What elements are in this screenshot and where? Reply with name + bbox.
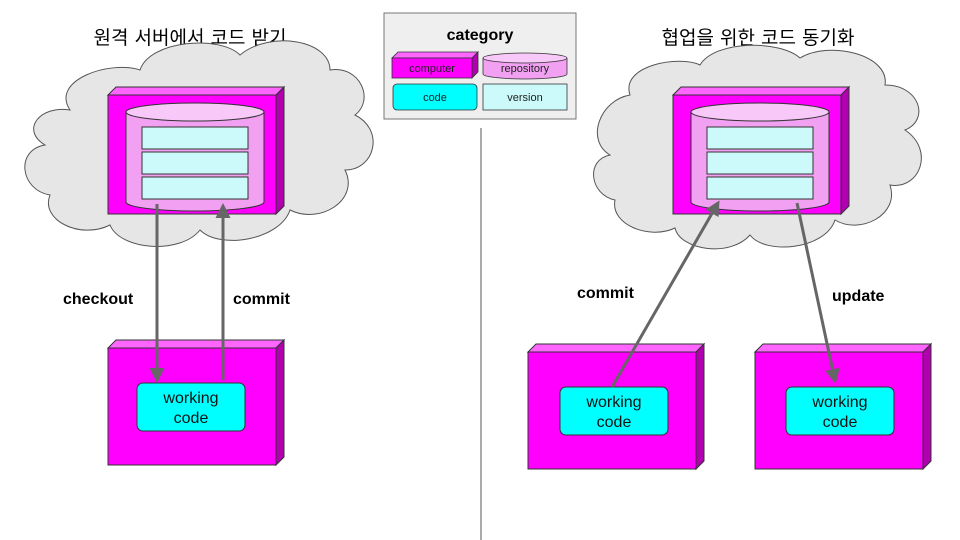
left-version-2 xyxy=(141,151,249,175)
right-version-2 xyxy=(706,151,814,175)
left-local-computer: working code xyxy=(106,338,286,467)
legend-code-label: code xyxy=(423,92,447,104)
left-version-3 xyxy=(141,176,249,200)
right-client2-working-code xyxy=(785,386,895,436)
right-version-1 xyxy=(706,126,814,150)
right-update-label: update xyxy=(832,288,885,305)
legend-computer-label: computer xyxy=(409,63,455,75)
left-working-code-line1: working xyxy=(162,390,218,407)
left-version-1 xyxy=(141,126,249,150)
left-commit-label: commit xyxy=(233,291,291,308)
left-repository xyxy=(125,102,265,212)
legend-version-swatch: version xyxy=(482,83,568,111)
right-commit-label: commit xyxy=(577,285,635,302)
right-commit-arrow xyxy=(610,200,720,388)
right-client1-working-code xyxy=(559,386,669,436)
legend-repository-label: repository xyxy=(501,63,550,75)
legend-version-label: version xyxy=(507,92,542,104)
right-repository xyxy=(690,102,830,212)
right-client-computer-2: working code xyxy=(753,342,933,471)
right-diagram-title: 협업을 위한 코드 동기화 xyxy=(662,27,855,49)
right-client2-code-line1: working xyxy=(811,394,867,411)
right-client1-code-line2: code xyxy=(597,414,632,431)
legend-title: category xyxy=(447,27,514,44)
left-working-code xyxy=(136,382,246,432)
legend-repository-swatch: repository xyxy=(482,52,568,80)
legend-computer-swatch: computer xyxy=(391,51,479,79)
left-diagram-title: 원격 서버에서 코드 받기 xyxy=(94,27,287,49)
left-working-code-line2: code xyxy=(174,410,209,427)
left-checkout-label: checkout xyxy=(63,291,134,308)
right-client-computer-1: working code xyxy=(526,342,706,471)
right-client2-code-line2: code xyxy=(823,414,858,431)
right-update-arrow xyxy=(795,202,840,384)
legend-code-swatch: code xyxy=(392,83,478,111)
right-version-3 xyxy=(706,176,814,200)
right-client1-code-line1: working xyxy=(585,394,641,411)
legend: category computer repository code versio… xyxy=(383,12,577,120)
